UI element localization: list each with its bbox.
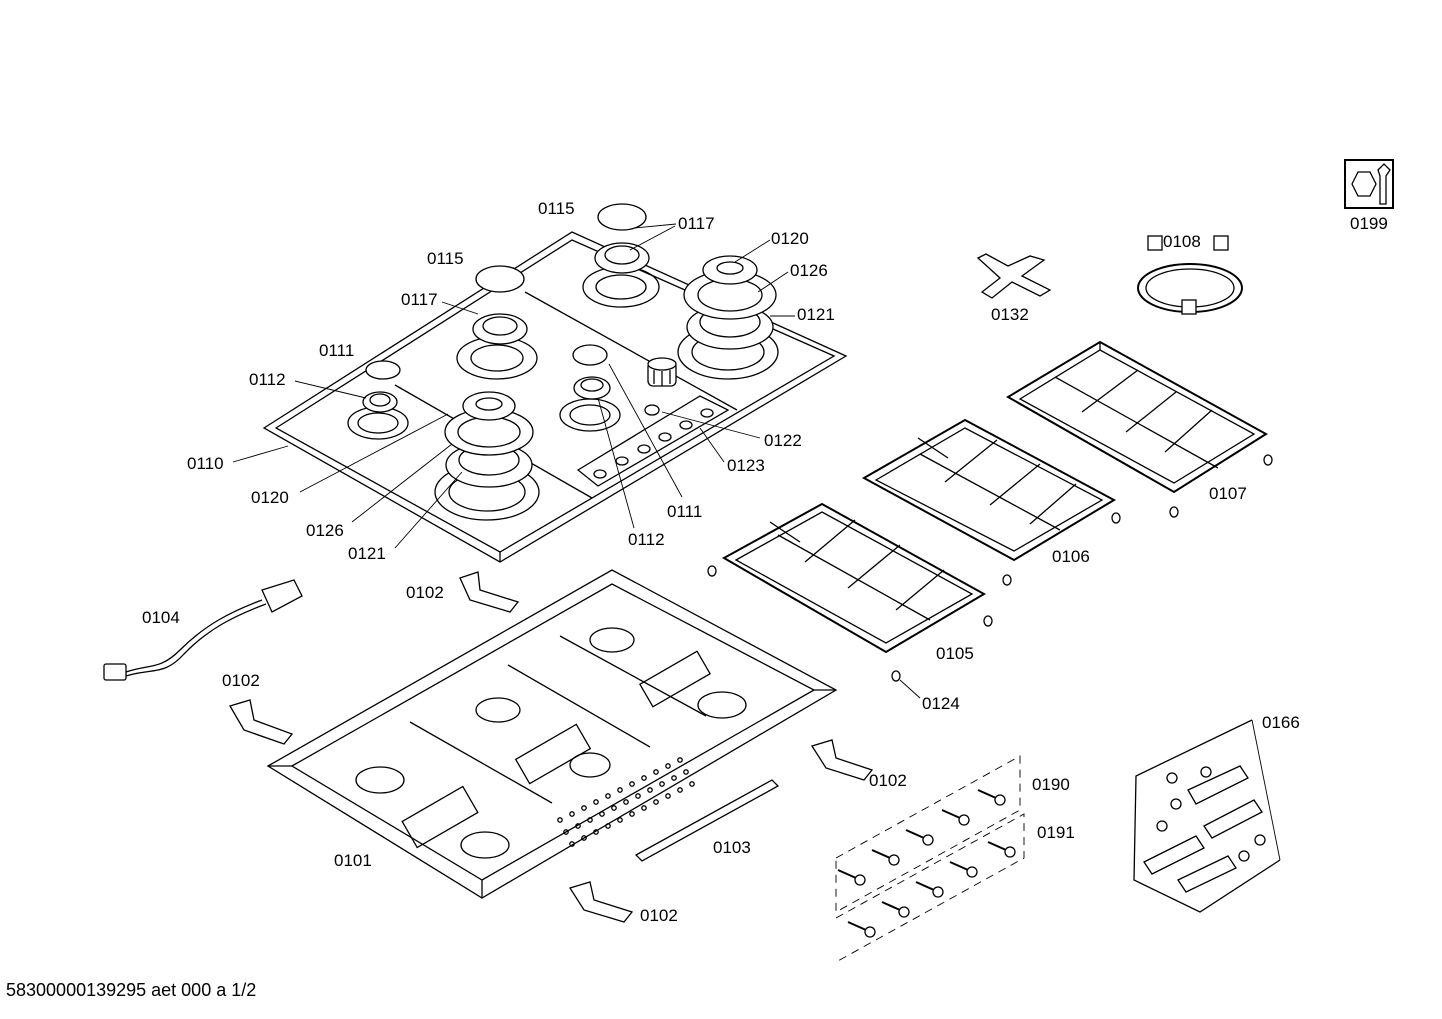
control-knob	[647, 357, 677, 387]
burner-small-middle	[559, 344, 621, 432]
pan-support-0107	[1006, 340, 1268, 494]
burner-cap-0115	[597, 203, 647, 231]
part-labels: 0115 0117 0120 0126 0121 0115 0117 0111 …	[142, 199, 1388, 925]
part-label-0101: 0101	[334, 851, 372, 870]
part-label-0108: 0108	[1163, 232, 1201, 251]
part-label-0117: 0117	[401, 290, 438, 309]
part-label-0132: 0132	[991, 305, 1029, 324]
part-label-0121: 0121	[797, 305, 835, 324]
power-cord	[103, 579, 303, 681]
part-label-0103: 0103	[713, 838, 751, 857]
pan-support-0105	[721, 502, 987, 654]
part-label-0190: 0190	[1032, 775, 1070, 794]
part-label-0106: 0106	[1052, 547, 1090, 566]
part-label-0110: 0110	[187, 454, 224, 473]
igniter-button	[644, 404, 660, 416]
part-label-0107: 0107	[1209, 484, 1247, 503]
part-label-0102: 0102	[640, 906, 678, 925]
screw	[837, 789, 1016, 938]
bottom-tray	[266, 569, 838, 899]
part-label-0199: 0199	[1350, 214, 1388, 233]
fixing-kit	[1133, 719, 1281, 913]
wok-burner-left	[434, 391, 540, 521]
wok-support-ring	[1137, 235, 1243, 315]
part-label-0120: 0120	[251, 488, 289, 507]
part-label-0122: 0122	[764, 431, 802, 450]
part-label-0120: 0120	[771, 229, 809, 248]
part-label-0104: 0104	[142, 608, 180, 627]
part-label-0102: 0102	[406, 583, 444, 602]
burner-medium-left	[456, 265, 538, 380]
part-label-0126: 0126	[306, 521, 344, 540]
part-label-0123: 0123	[727, 456, 765, 475]
leader-lines-top	[232, 223, 795, 549]
reducer-plate	[976, 253, 1052, 299]
knob-holes	[593, 408, 714, 479]
burner-small-left	[347, 360, 409, 440]
wok-burner-right	[677, 255, 779, 380]
burner-cap-0111	[572, 344, 608, 366]
part-label-0124: 0124	[922, 694, 960, 713]
part-label-0126: 0126	[790, 261, 828, 280]
part-label-0105: 0105	[936, 644, 974, 663]
burner-medium-right	[582, 203, 660, 308]
part-label-0102: 0102	[869, 771, 907, 790]
part-label-0117: 0117	[678, 214, 715, 233]
burner-cap-0115	[475, 265, 525, 293]
part-label-0111: 0111	[319, 341, 354, 360]
part-label-0102: 0102	[222, 671, 260, 690]
part-label-0112: 0112	[249, 370, 286, 389]
mounting-clamp	[229, 571, 874, 923]
seal-strip	[634, 779, 780, 862]
part-label-0166: 0166	[1262, 713, 1300, 732]
service-tool-icon	[1344, 159, 1394, 209]
vent-holes	[557, 757, 695, 847]
part-label-0115: 0115	[427, 249, 464, 268]
document-id: 58300000139295 aet 000 a 1/2	[6, 980, 257, 1000]
part-label-0191: 0191	[1037, 823, 1075, 842]
rubber-feet	[707, 454, 1273, 699]
part-label-0111: 0111	[667, 502, 702, 521]
part-label-0115: 0115	[538, 199, 575, 218]
pan-support-0106	[861, 418, 1117, 562]
part-label-0112: 0112	[628, 530, 665, 549]
burner-cap-0111	[365, 360, 401, 380]
part-label-0121: 0121	[348, 544, 386, 563]
screw-set	[835, 755, 1025, 963]
